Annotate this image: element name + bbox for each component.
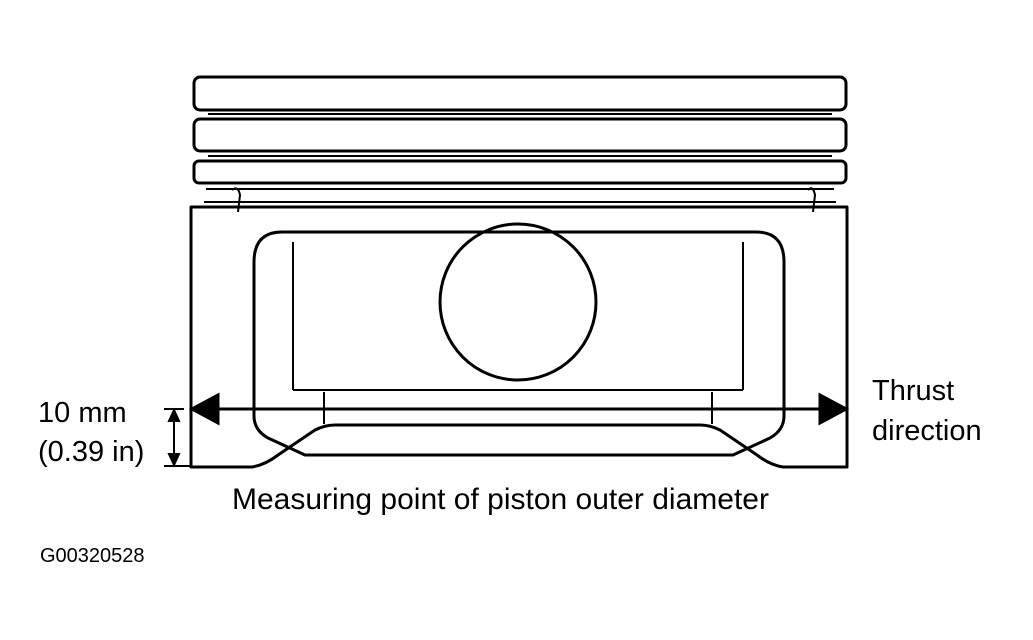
piston-pin [438, 222, 598, 382]
second-ring-land [192, 117, 848, 153]
arrow-left-icon [188, 392, 220, 426]
dimension-arrow-down-icon [167, 453, 181, 468]
dimension-arrow-up-icon [167, 407, 181, 422]
top-ring-land [192, 75, 848, 112]
oil-ring-land [192, 159, 848, 185]
diagram-caption: Measuring point of piston outer diameter [232, 483, 769, 516]
dimension-label-mm: 10 mm [38, 397, 127, 429]
ring-gap-left [231, 187, 242, 213]
piston-skirt [189, 205, 849, 469]
figure-id: G00320528 [40, 545, 145, 567]
thrust-label-line2: direction [872, 415, 982, 447]
dimension-label-in: (0.39 in) [38, 436, 145, 468]
arrow-right-icon [818, 392, 850, 426]
pin-boss-recess [252, 230, 786, 457]
thrust-label-line1: Thrust [872, 375, 955, 407]
ring-gap-right [807, 187, 817, 213]
